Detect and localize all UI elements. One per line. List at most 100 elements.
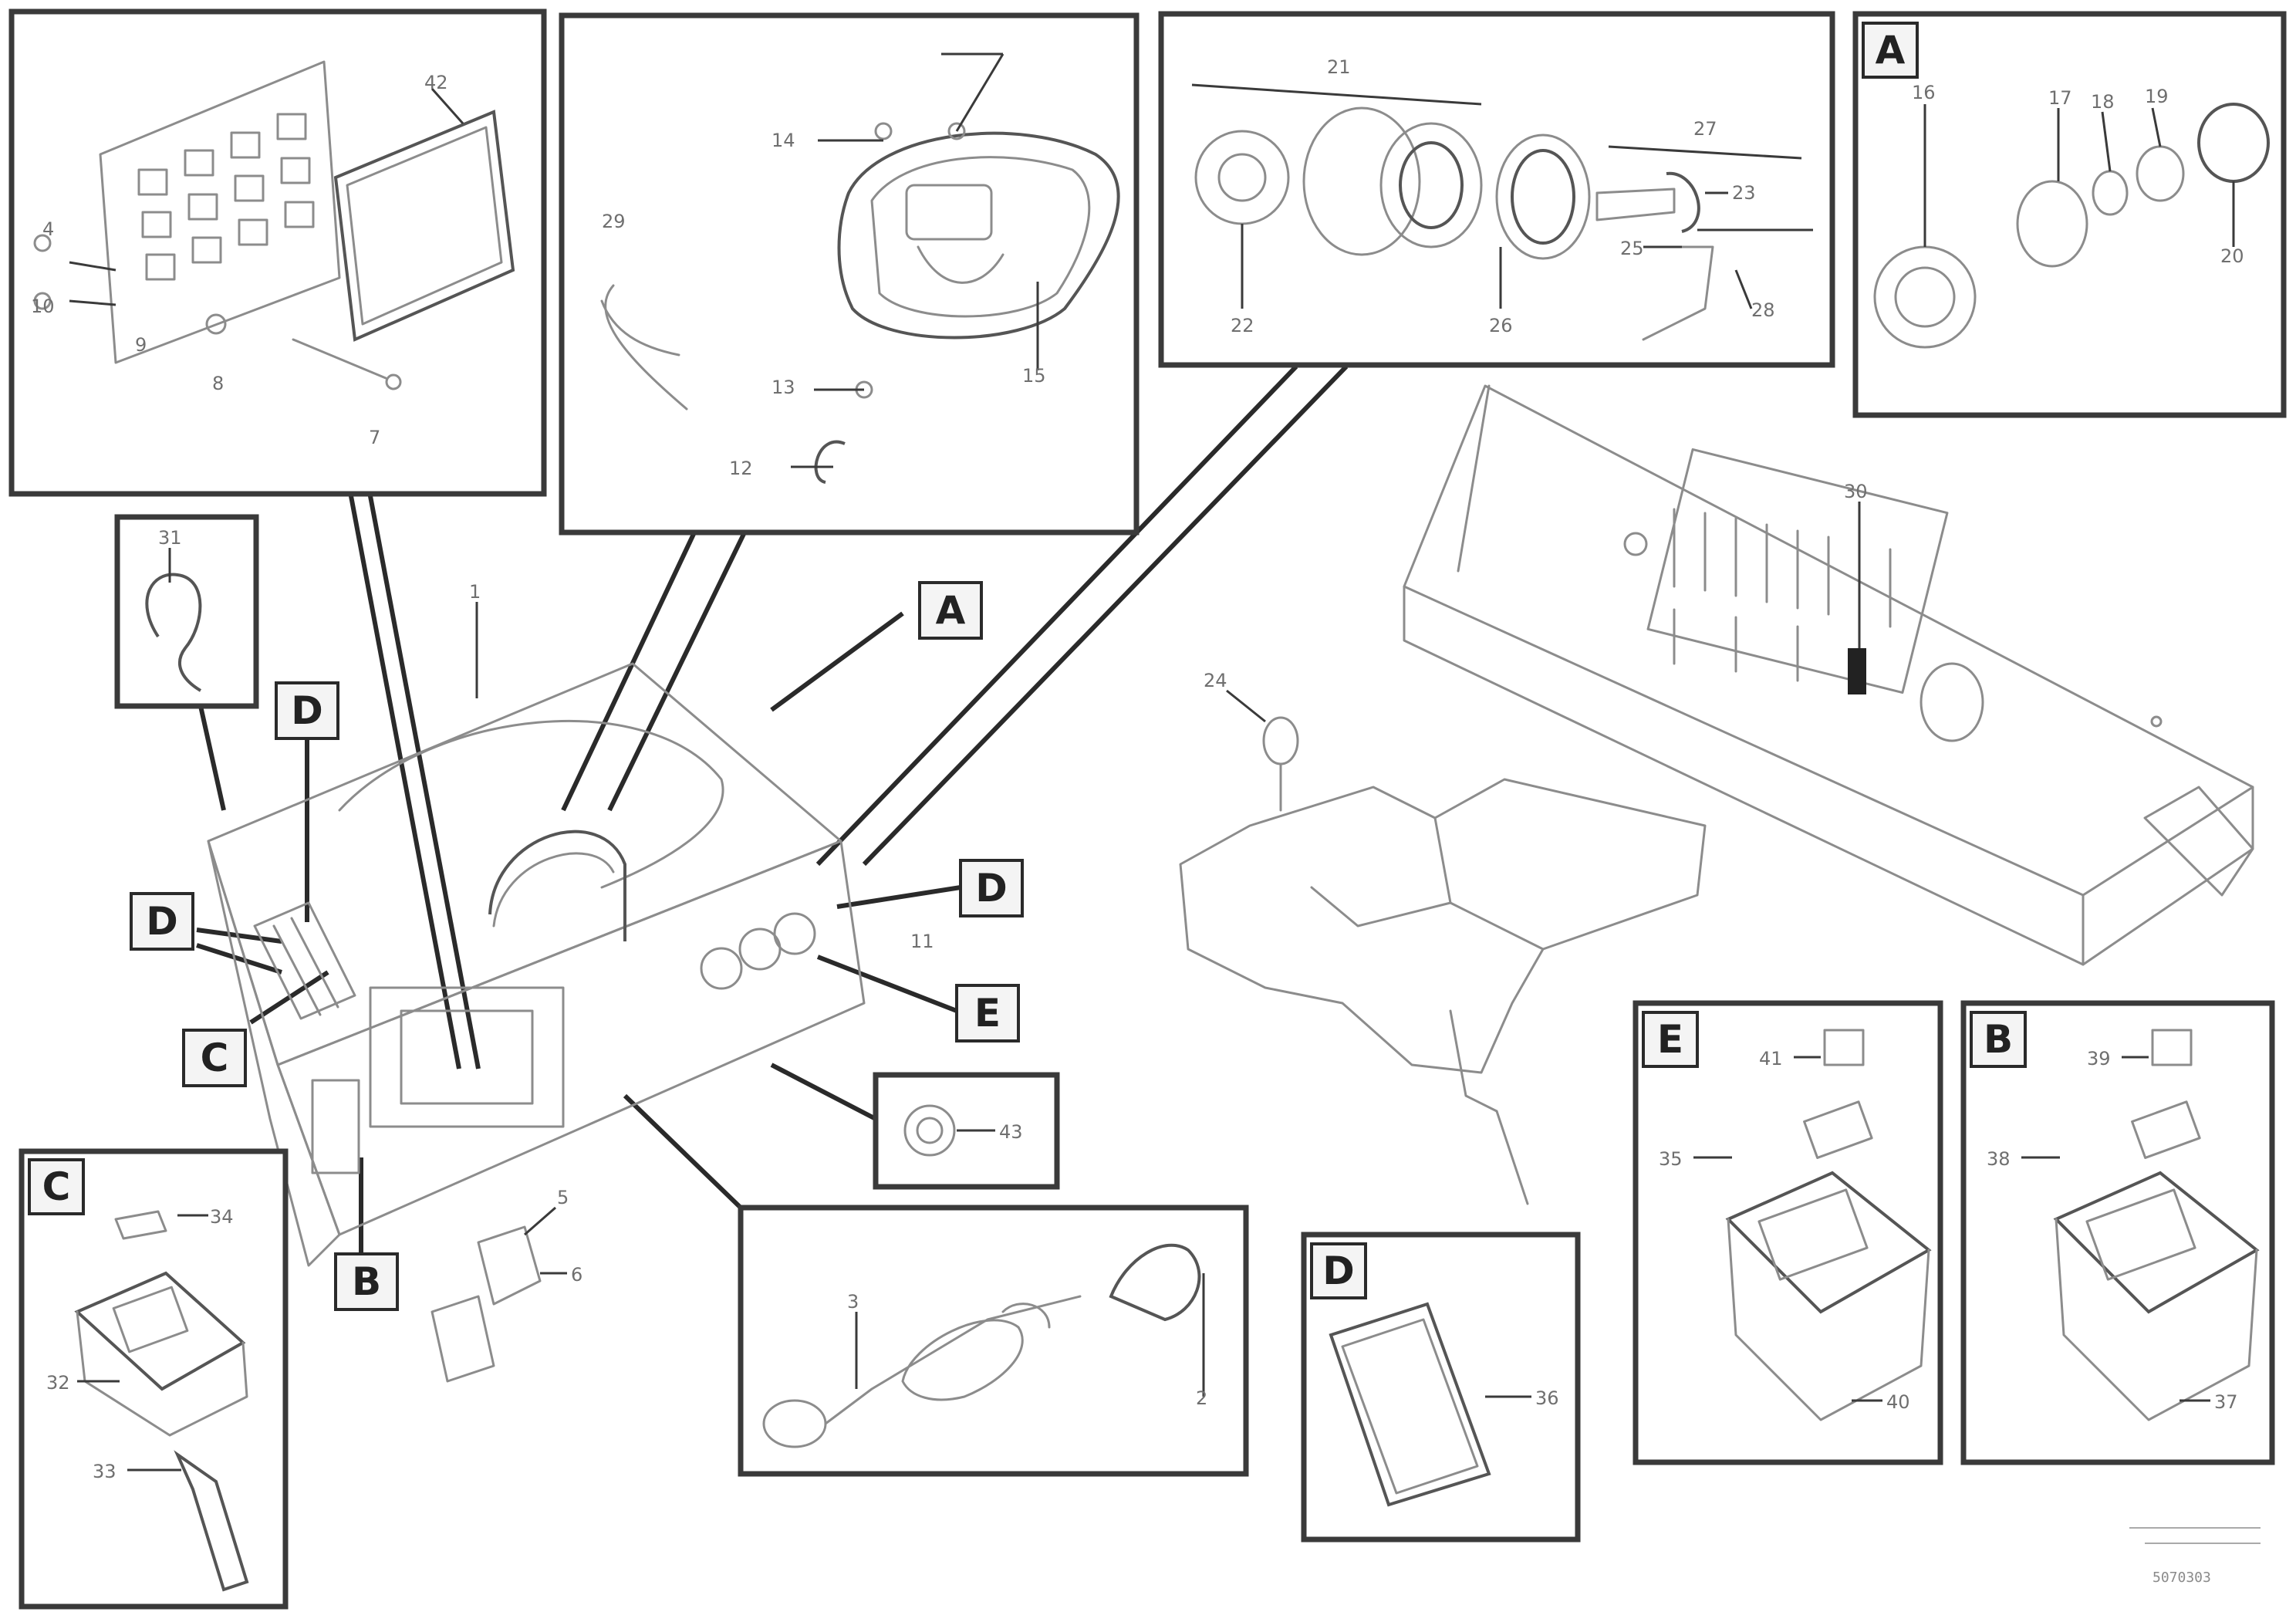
tag-a-detail-text: A bbox=[1876, 28, 1906, 73]
seat-assembly bbox=[1179, 689, 1707, 1205]
tag-d-right-text: D bbox=[975, 866, 1008, 911]
callout-30: 30 bbox=[1844, 481, 1868, 502]
detail-c bbox=[19, 1148, 289, 1610]
callout-31: 31 bbox=[158, 527, 182, 549]
callout-9: 9 bbox=[135, 334, 147, 356]
callout-16: 16 bbox=[1912, 82, 1936, 103]
detail-a bbox=[1852, 11, 2287, 418]
leader-cable bbox=[198, 705, 226, 811]
tag-d-left-text: D bbox=[146, 899, 178, 944]
callout-37: 37 bbox=[2214, 1391, 2238, 1413]
callout-1: 1 bbox=[469, 581, 481, 603]
leader-switch bbox=[623, 1093, 743, 1210]
callout-18: 18 bbox=[2091, 91, 2115, 113]
callout-8: 8 bbox=[212, 373, 224, 394]
callout-26: 26 bbox=[1489, 315, 1513, 336]
tag-e-main: E bbox=[955, 984, 1020, 1042]
callout-12: 12 bbox=[729, 458, 753, 479]
callout-15: 15 bbox=[1022, 365, 1046, 387]
leader-lighter bbox=[815, 364, 1298, 867]
leader-socket bbox=[770, 1063, 877, 1121]
callout-14: 14 bbox=[772, 130, 795, 151]
callout-33: 33 bbox=[93, 1461, 116, 1482]
callout-24: 24 bbox=[1204, 670, 1227, 691]
letter-tags: A A D D D D C C bbox=[28, 22, 2027, 1311]
callout-28: 28 bbox=[1751, 299, 1775, 321]
cable-29 bbox=[604, 284, 688, 411]
leader-d-left bbox=[196, 928, 282, 944]
leader-a bbox=[770, 611, 904, 712]
callout-numbers: 1 2 3 4 5 6 7 8 9 10 11 12 13 14 15 16 1… bbox=[31, 56, 2244, 1482]
callout-34: 34 bbox=[210, 1206, 234, 1228]
callout-7: 7 bbox=[369, 427, 380, 448]
callout-27: 27 bbox=[1693, 118, 1717, 140]
detail-b bbox=[1960, 1000, 2275, 1465]
leader-keypad-2 bbox=[360, 454, 481, 1070]
tag-c-main-text: C bbox=[201, 1036, 229, 1080]
callout-21: 21 bbox=[1327, 56, 1351, 78]
callout-43: 43 bbox=[999, 1121, 1023, 1143]
leader-cluster bbox=[561, 531, 697, 812]
tag-b-main: B bbox=[334, 1252, 399, 1311]
callout-2: 2 bbox=[1196, 1387, 1207, 1409]
tag-d-detail: D bbox=[1310, 1242, 1367, 1299]
tag-a-main: A bbox=[918, 581, 983, 640]
tag-c-main: C bbox=[182, 1029, 247, 1087]
callout-20: 20 bbox=[2220, 245, 2244, 267]
leader-d-left-2 bbox=[196, 943, 282, 975]
tag-a-main-text: A bbox=[936, 588, 966, 633]
leader-cluster-2 bbox=[607, 531, 747, 812]
callout-42: 42 bbox=[424, 72, 448, 93]
keypad-buttons bbox=[137, 113, 315, 281]
dashboard-panel bbox=[207, 602, 866, 1267]
dim-27 bbox=[1608, 145, 1802, 160]
tag-b-detail-text: B bbox=[1984, 1017, 2013, 1062]
callout-25: 25 bbox=[1620, 238, 1644, 259]
switch-parts bbox=[430, 1206, 567, 1383]
leader-24 bbox=[1226, 689, 1266, 723]
callout-6: 6 bbox=[571, 1264, 582, 1286]
tag-d-left: D bbox=[130, 892, 194, 951]
callout-36: 36 bbox=[1535, 1387, 1559, 1409]
callout-38: 38 bbox=[1987, 1148, 2011, 1170]
callout-19: 19 bbox=[2145, 86, 2169, 107]
drawing-code: 5070303 bbox=[2129, 1527, 2261, 1586]
callout-32: 32 bbox=[46, 1372, 70, 1394]
callout-23: 23 bbox=[1732, 182, 1756, 204]
cabin-console bbox=[1403, 384, 2254, 966]
callout-41: 41 bbox=[1759, 1048, 1783, 1070]
cable-31 bbox=[145, 573, 202, 692]
detail-gauges bbox=[1158, 11, 1835, 368]
leader-e bbox=[816, 955, 958, 1013]
detail-switch bbox=[738, 1205, 1249, 1477]
tag-b-main-text: B bbox=[352, 1259, 381, 1304]
callout-11: 11 bbox=[910, 931, 934, 952]
tag-b-detail: B bbox=[1970, 1011, 2027, 1068]
callout-17: 17 bbox=[2048, 87, 2072, 109]
dim-21 bbox=[1191, 83, 1482, 106]
detail-e bbox=[1633, 1000, 1943, 1465]
callout-22: 22 bbox=[1231, 315, 1254, 336]
tag-e-detail: E bbox=[1642, 1011, 1699, 1068]
detail-keypad bbox=[8, 8, 547, 497]
leader-lighter-2 bbox=[862, 364, 1349, 867]
detail-socket bbox=[873, 1072, 1060, 1190]
callout-5: 5 bbox=[557, 1187, 569, 1208]
callout-40: 40 bbox=[1886, 1391, 1910, 1413]
callout-10: 10 bbox=[31, 296, 55, 317]
tag-a-detail: A bbox=[1862, 22, 1919, 79]
callout-4: 4 bbox=[42, 218, 54, 240]
detail-cluster bbox=[559, 12, 1140, 536]
cluster-housing bbox=[837, 131, 1120, 340]
callout-29: 29 bbox=[602, 211, 626, 232]
detail-cable bbox=[114, 514, 259, 709]
tag-c-detail-text: C bbox=[42, 1164, 71, 1209]
callout-3: 3 bbox=[847, 1291, 859, 1313]
tag-d-top: D bbox=[275, 681, 339, 740]
tag-d-right: D bbox=[959, 859, 1024, 917]
detail-leaders bbox=[196, 364, 1349, 1254]
callout-35: 35 bbox=[1659, 1148, 1683, 1170]
callout-39: 39 bbox=[2087, 1048, 2111, 1070]
tag-d-top-text: D bbox=[291, 688, 323, 733]
